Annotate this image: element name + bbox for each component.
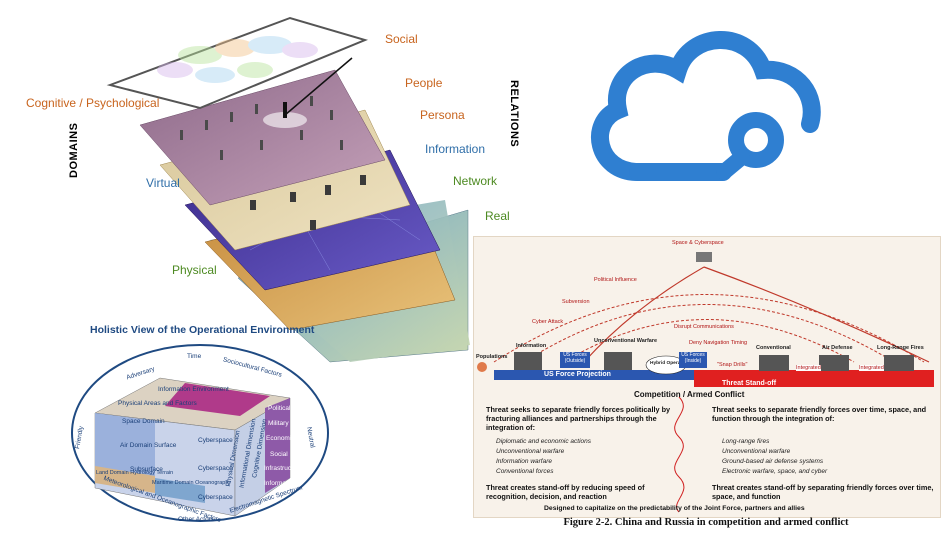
item-unconventional: Unconventional Warfare — [594, 338, 658, 344]
left-bullet-1: Diplomatic and economic actions — [496, 438, 592, 445]
left-bullet-4: Conventional forces — [496, 468, 554, 475]
cube-cyberspace-3: Cyberspace — [198, 494, 233, 501]
relations-label: RELATIONS — [508, 80, 520, 148]
item-integrated-1: Integrated — [796, 365, 821, 371]
label-virtual: Virtual — [146, 176, 180, 190]
stacked-layers-illustration — [106, 16, 470, 363]
item-conventional: Conventional — [756, 345, 791, 351]
left-bullet-3: Information warfare — [496, 458, 552, 465]
item-us-forces-outside: US Forces (Outside) — [560, 352, 590, 368]
cube-maritime-domain: Maritime Domain Oceanography — [152, 480, 232, 486]
cube-physical-areas: Physical Areas and Factors — [118, 400, 197, 407]
right-bullet-3: Ground-based air defense systems — [722, 458, 824, 465]
cube-subsurface: Subsurface — [130, 466, 163, 473]
competition-arcs — [477, 252, 934, 513]
ring-other-actors: Other Actors — [178, 516, 215, 523]
cube-cyberspace-1: Cyberspace — [198, 437, 233, 444]
item-long-range-fires: Long-Range Fires — [877, 345, 924, 351]
cube-economic: Economic — [266, 435, 295, 442]
arc-political-influence: Political Influence — [594, 277, 637, 283]
item-us-forces-inside: US Forces (Inside) — [679, 352, 707, 368]
item-integrated-2: Integrated — [859, 365, 884, 371]
arc-subversion: Subversion — [562, 299, 590, 305]
label-people: People — [405, 76, 443, 90]
arc-disrupt-comms: Disrupt Communications — [674, 324, 734, 330]
cube-land-domain: Land Domain Hydrology Terrain — [96, 470, 174, 476]
people-layer — [139, 69, 386, 206]
cube-infrastructure: Infrastructure — [264, 465, 303, 472]
cloud-icon — [591, 31, 821, 181]
arc-deny-navigation: Deny Navigation Timing — [689, 340, 748, 346]
label-social: Social — [385, 32, 418, 46]
right-footer: Threat creates stand-off by separating f… — [712, 483, 934, 501]
label-persona: Persona — [420, 108, 465, 122]
left-footer: Threat creates stand-off by reducing spe… — [486, 483, 645, 501]
left-heading: Threat seeks to separate friendly forces… — [486, 405, 671, 432]
competition-figure: Space & Cyberspace Political Influence S… — [473, 236, 941, 518]
figure-caption: Figure 2-2. China and Russia in competit… — [563, 517, 849, 528]
right-bullet-2: Unconventional warfare — [722, 448, 791, 455]
bar-us-force-projection: US Force Projection — [544, 371, 611, 378]
cube-military: Military — [268, 420, 289, 427]
cube-info-env: Information Environment — [158, 386, 229, 393]
left-bullet-2: Unconventional warfare — [496, 448, 565, 455]
right-bullet-1: Long-range fires — [722, 438, 770, 445]
domains-label: DOMAINS — [68, 122, 80, 178]
ring-time: Time — [187, 353, 202, 360]
cube-cyberspace-2: Cyberspace — [198, 465, 233, 472]
item-air-defense: Air Defense — [822, 345, 853, 351]
holistic-view-title: Holistic View of the Operational Environ… — [90, 324, 315, 336]
space-cyber-label: Space & Cyberspace — [672, 240, 724, 246]
label-cognitive: Cognitive / Psychological — [26, 96, 160, 110]
layers-diagram: Cognitive / Psychological Virtual Physic… — [0, 0, 530, 370]
right-bullet-4: Electronic warfare, space, and cyber — [722, 468, 828, 475]
cube-air-domain: Air Domain Surface — [120, 442, 177, 449]
bottom-line: Designed to capitalize on the predictabi… — [544, 505, 805, 512]
item-snap-drills: "Snap Drills" — [717, 362, 748, 368]
label-real: Real — [485, 209, 510, 223]
cube-systems: Systems — [216, 378, 241, 385]
item-information: Information — [516, 343, 547, 349]
cube-information: Information — [264, 480, 297, 487]
competition-heading: Competition / Armed Conflict — [634, 390, 745, 399]
label-physical: Physical — [172, 263, 217, 277]
bar-threat-standoff: Threat Stand-off — [722, 380, 777, 387]
item-hybrid-ops: Hybrid Operations — [650, 361, 692, 366]
social-layer — [106, 16, 369, 110]
cube-space-domain: Space Domain — [122, 418, 165, 425]
arc-cyber-attack: Cyber Attack — [532, 319, 564, 325]
cube-political: Political — [268, 405, 291, 412]
right-heading: Threat seeks to separate friendly forces… — [712, 405, 927, 423]
label-network: Network — [453, 174, 498, 188]
holistic-view-diagram — [71, 344, 329, 522]
label-information: Information — [425, 142, 486, 156]
item-populations: Populations — [476, 354, 508, 360]
cube-social: Social — [270, 451, 288, 458]
